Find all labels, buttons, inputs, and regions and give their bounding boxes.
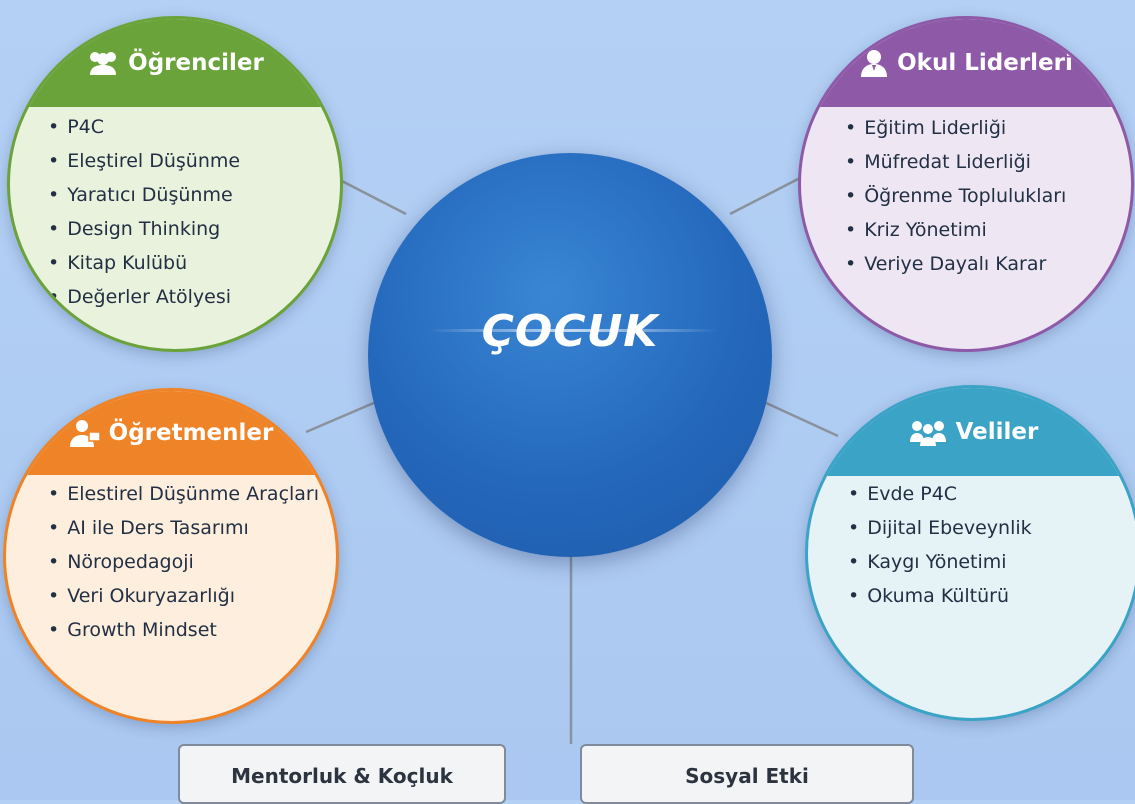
list-item: Design Thinking bbox=[48, 212, 240, 246]
list-item: Evde P4C bbox=[848, 477, 1032, 511]
list-item: Yaratıcı Düşünme bbox=[48, 178, 240, 212]
center-circle: ÇOCUK bbox=[368, 153, 772, 557]
list-item: Veri Okuryazarlığı bbox=[48, 579, 319, 613]
bubble-okul-liderleri: Okul Liderleri Eğitim Liderliği Müfredat… bbox=[798, 16, 1134, 352]
list-item: Kaygı Yönetimi bbox=[848, 545, 1032, 579]
teacher-icon bbox=[69, 420, 101, 447]
list-item: Veriye Dayalı Karar bbox=[845, 247, 1066, 281]
list-item: Dijital Ebeveynlik bbox=[848, 511, 1031, 545]
list-item: Eleştirel Düşünme bbox=[48, 144, 240, 178]
box-mentorluk-kocluk: Mentorluk & Koçluk bbox=[178, 744, 506, 804]
box-sosyal-etki: Sosyal Etki bbox=[580, 744, 914, 804]
bubble-ogretmenler-title: Öğretmenler bbox=[108, 420, 274, 446]
list-item: Kriz Yönetimi bbox=[845, 213, 1066, 247]
list-item: Growth Mindset bbox=[48, 613, 319, 647]
list-item: AI ile Ders Tasarımı bbox=[48, 511, 319, 545]
list-item: Değerler Atölyesi bbox=[48, 280, 240, 314]
bubble-veliler-title: Veliler bbox=[955, 419, 1039, 445]
list-item: Eğitim Liderliği bbox=[845, 111, 1066, 145]
family-icon bbox=[909, 421, 946, 446]
bubble-veliler-header: Veliler bbox=[808, 388, 1135, 476]
veliler-list: Evde P4C Dijital Ebeveynlik Kaygı Yöneti… bbox=[848, 477, 1032, 613]
bubble-ogretmenler-header: Öğretmenler bbox=[6, 391, 336, 475]
list-item: Nöropedagoji bbox=[48, 545, 319, 579]
list-item: Elestirel Düşünme Araçları bbox=[48, 477, 319, 511]
list-item: Öğrenme Toplulukları bbox=[845, 179, 1066, 213]
list-item: Okuma Kültürü bbox=[848, 579, 1032, 613]
ogrenciler-list: P4C Eleştirel Düşünme Yaratıcı Düşünme D… bbox=[48, 110, 240, 314]
okul-liderleri-list: Eğitim Liderliği Müfredat Liderliği Öğre… bbox=[845, 111, 1066, 281]
list-item: Kitap Kulübü bbox=[48, 246, 240, 280]
bubble-ogrenciler: Öğrenciler P4C Eleştirel Düşünme Yaratıc… bbox=[7, 16, 343, 352]
bubble-ogretmenler: Öğretmenler Elestirel Düşünme Araçları A… bbox=[3, 388, 339, 724]
leader-icon bbox=[861, 50, 888, 77]
list-item: Müfredat Liderliği bbox=[845, 145, 1066, 179]
bubble-ogrenciler-header: Öğrenciler bbox=[10, 19, 340, 107]
list-item: P4C bbox=[48, 110, 240, 144]
group-icon bbox=[90, 52, 117, 75]
bubble-ogrenciler-title: Öğrenciler bbox=[128, 50, 264, 76]
center-highlight bbox=[428, 329, 718, 332]
bubble-veliler: Veliler Evde P4C Dijital Ebeveynlik Kayg… bbox=[805, 385, 1135, 721]
center-title: ÇOCUK bbox=[481, 306, 659, 357]
bubble-okul-liderleri-header: Okul Liderleri bbox=[801, 19, 1131, 107]
bubble-okul-liderleri-title: Okul Liderleri bbox=[897, 50, 1073, 76]
ogretmenler-list: Elestirel Düşünme Araçları AI ile Ders T… bbox=[48, 477, 319, 647]
